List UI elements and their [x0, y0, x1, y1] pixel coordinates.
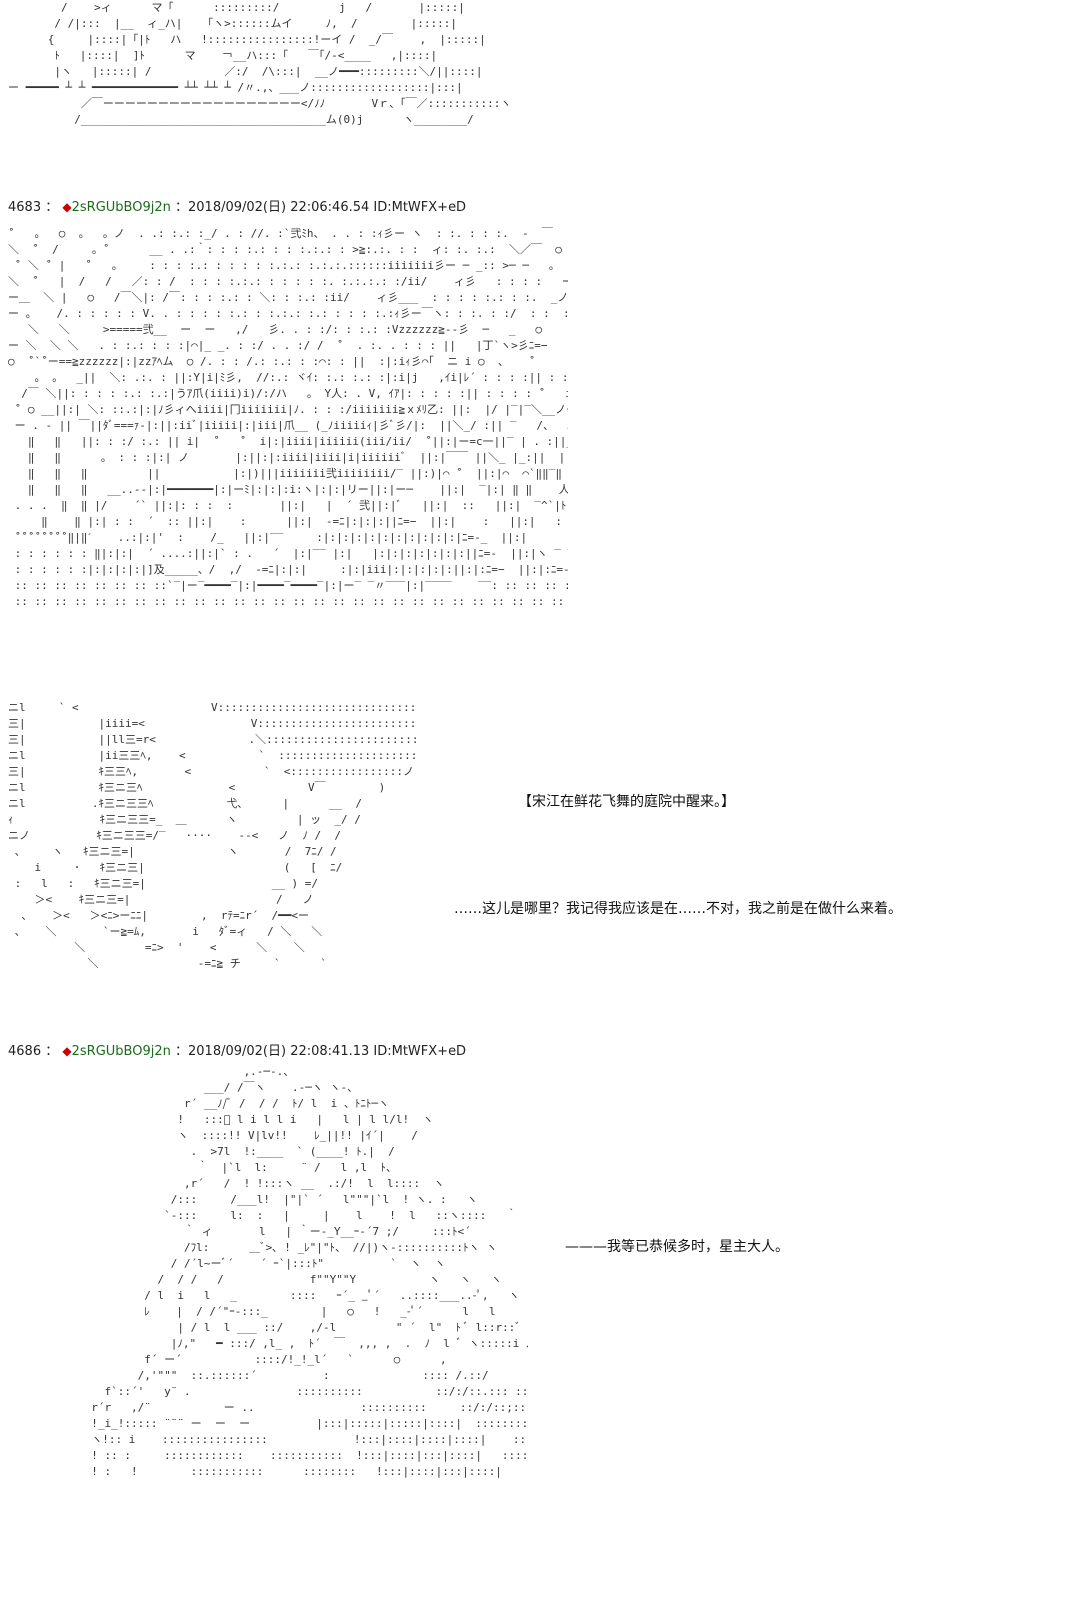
ascii-art-top: / >ィ マ「 :::::::::/ j / |:::::| / /|::: |…: [8, 1, 508, 126]
post-header-4686: 4686 ： ◆2sRGUbBO9j2n ：2018/09/02(日) 22:0…: [8, 1043, 466, 1060]
trip-diamond-icon: ◆: [62, 200, 72, 214]
dialog-greeting: ———我等已恭候多时，星主大人。: [565, 1239, 789, 1255]
post-datetime: ：2018/09/02(日) 22:06:46.54 ID:MtWFX+eD: [175, 200, 467, 215]
ascii-art-garden-scene: ˚ 。 ○ 。 。ノ . .: :.: :_/ . : //. :`弐ﾐh、 .…: [8, 227, 568, 608]
post-number: 4686: [8, 1044, 42, 1059]
poster-name: 2sRGUbBO9j2n: [71, 1044, 171, 1059]
dialog-inner-monologue: ……这儿是哪里？我记得我应该是在……不对，我之前是在做什么来着。: [454, 901, 902, 917]
post-header-4683: 4683 ： ◆2sRGUbBO9j2n ：2018/09/02(日) 22:0…: [8, 199, 466, 216]
poster-name: 2sRGUbBO9j2n: [71, 200, 171, 215]
post-separator: ：: [45, 1044, 59, 1059]
post-separator: ：: [45, 200, 59, 215]
trip-diamond-icon: ◆: [62, 1044, 72, 1058]
dialog-narration: 【宋江在鲜花飞舞的庭院中醒来。】: [518, 794, 735, 810]
post-datetime: ：2018/09/02(日) 22:08:41.13 ID:MtWFX+eD: [175, 1044, 467, 1059]
ascii-art-kneeling-figure: ,.-─-.、 ___/ /￣ヽ .-─ヽ ヽ-、 r´ __ﾉ/ﾞ / / /…: [91, 1065, 528, 1478]
post-number: 4683: [8, 200, 42, 215]
ascii-art-waking-scene: ニl ` < V::::::::::::::::::::::::::::::::…: [8, 701, 418, 970]
